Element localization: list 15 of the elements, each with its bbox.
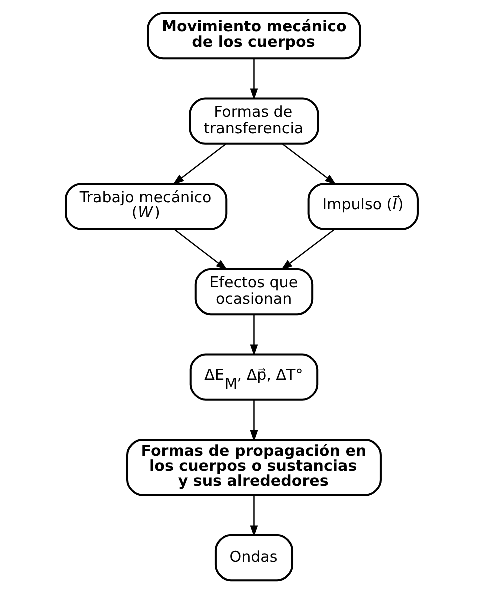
- node-box: Formas de propagación en los cuerpos o sustancias y sus alrededores: [126, 439, 382, 496]
- arrow: [250, 315, 258, 356]
- arrow: [250, 495, 258, 538]
- node-box: Formas de transferencia: [188, 98, 319, 145]
- node-box: Movimiento mecánico de los cuerpos: [146, 12, 361, 60]
- arrow: [280, 229, 335, 270]
- node-box: Ondas: [214, 534, 293, 582]
- node-box: Efectos que ocasionan: [194, 268, 314, 316]
- arrow: [282, 144, 336, 185]
- arrow: [250, 59, 258, 100]
- arrow: [172, 144, 226, 185]
- node-box: Trabajo mecánico (W): [64, 183, 228, 230]
- node-box: Impulso (I⃗): [307, 183, 418, 230]
- arrow: [250, 400, 258, 442]
- arrow: [174, 229, 228, 270]
